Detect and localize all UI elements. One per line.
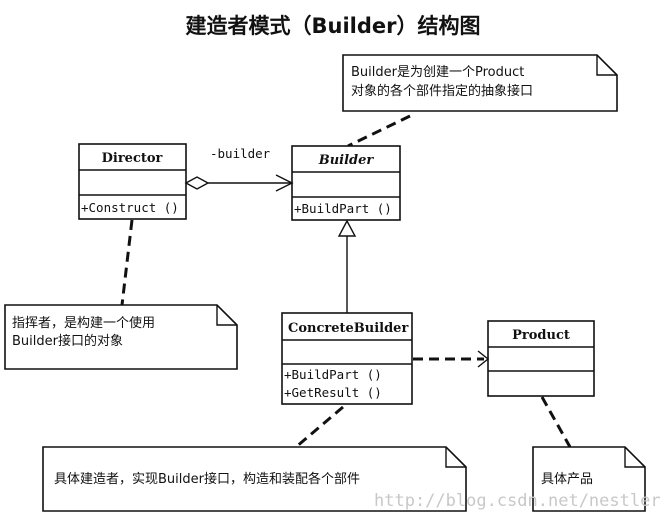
builder-note: Builder是为创建一个Product 对象的各个部件指定的抽象接口 — [342, 54, 618, 112]
watermark: http://blog.csdn.net/nestler — [374, 491, 661, 511]
director-class: Director +Construct () — [78, 143, 187, 220]
concrete-note-connector — [295, 405, 344, 449]
aggregation-arrow — [184, 174, 294, 192]
product-note-connector — [540, 396, 572, 448]
dependency-arrow — [413, 350, 490, 368]
director-operation: +Construct () — [81, 200, 179, 215]
aggregation-diamond-icon — [184, 176, 210, 190]
generalization-arrow — [337, 219, 357, 313]
concrete-note-text: 具体建造者，实现Builder接口，构造和装配各个部件 — [54, 471, 360, 487]
builder-name: Builder — [318, 153, 375, 168]
concrete-builder-name: ConcreteBuilder — [288, 321, 408, 336]
director-name: Director — [102, 151, 163, 166]
product-note-text: 具体产品 — [541, 472, 593, 487]
concrete-builder-class: ConcreteBuilder +BuildPart () +GetResult… — [281, 312, 413, 405]
product-class: Product — [487, 320, 595, 397]
director-note: 指挥者，是构建一个使用 Builder接口的对象 — [4, 304, 238, 370]
concrete-builder-operation-2: +GetResult () — [284, 385, 382, 400]
director-note-line-1: 指挥者，是构建一个使用 — [12, 315, 155, 331]
builder-note-line-2: 对象的各个部件指定的抽象接口 — [351, 83, 533, 99]
builder-operation: +BuildPart () — [294, 201, 392, 216]
concrete-builder-operation-1: +BuildPart () — [284, 367, 382, 382]
director-note-connector — [120, 219, 134, 306]
arrowhead-icon — [275, 174, 294, 192]
director-note-line-2: Builder接口的对象 — [12, 333, 123, 349]
builder-class: Builder +BuildPart () — [291, 145, 401, 221]
builder-note-line-1: Builder是为创建一个Product — [351, 65, 524, 80]
builder-note-connector — [347, 114, 411, 148]
arrowhead-icon — [477, 350, 490, 368]
aggregation-label: -builder — [210, 146, 271, 161]
product-name: Product — [512, 328, 570, 343]
triangle-arrowhead-icon — [337, 219, 357, 237]
diagram-title: 建造者模式（Builder）结构图 — [186, 14, 481, 38]
product-note: 具体产品 — [532, 446, 646, 512]
concrete-builder-note: 具体建造者，实现Builder接口，构造和装配各个部件 — [42, 446, 467, 512]
